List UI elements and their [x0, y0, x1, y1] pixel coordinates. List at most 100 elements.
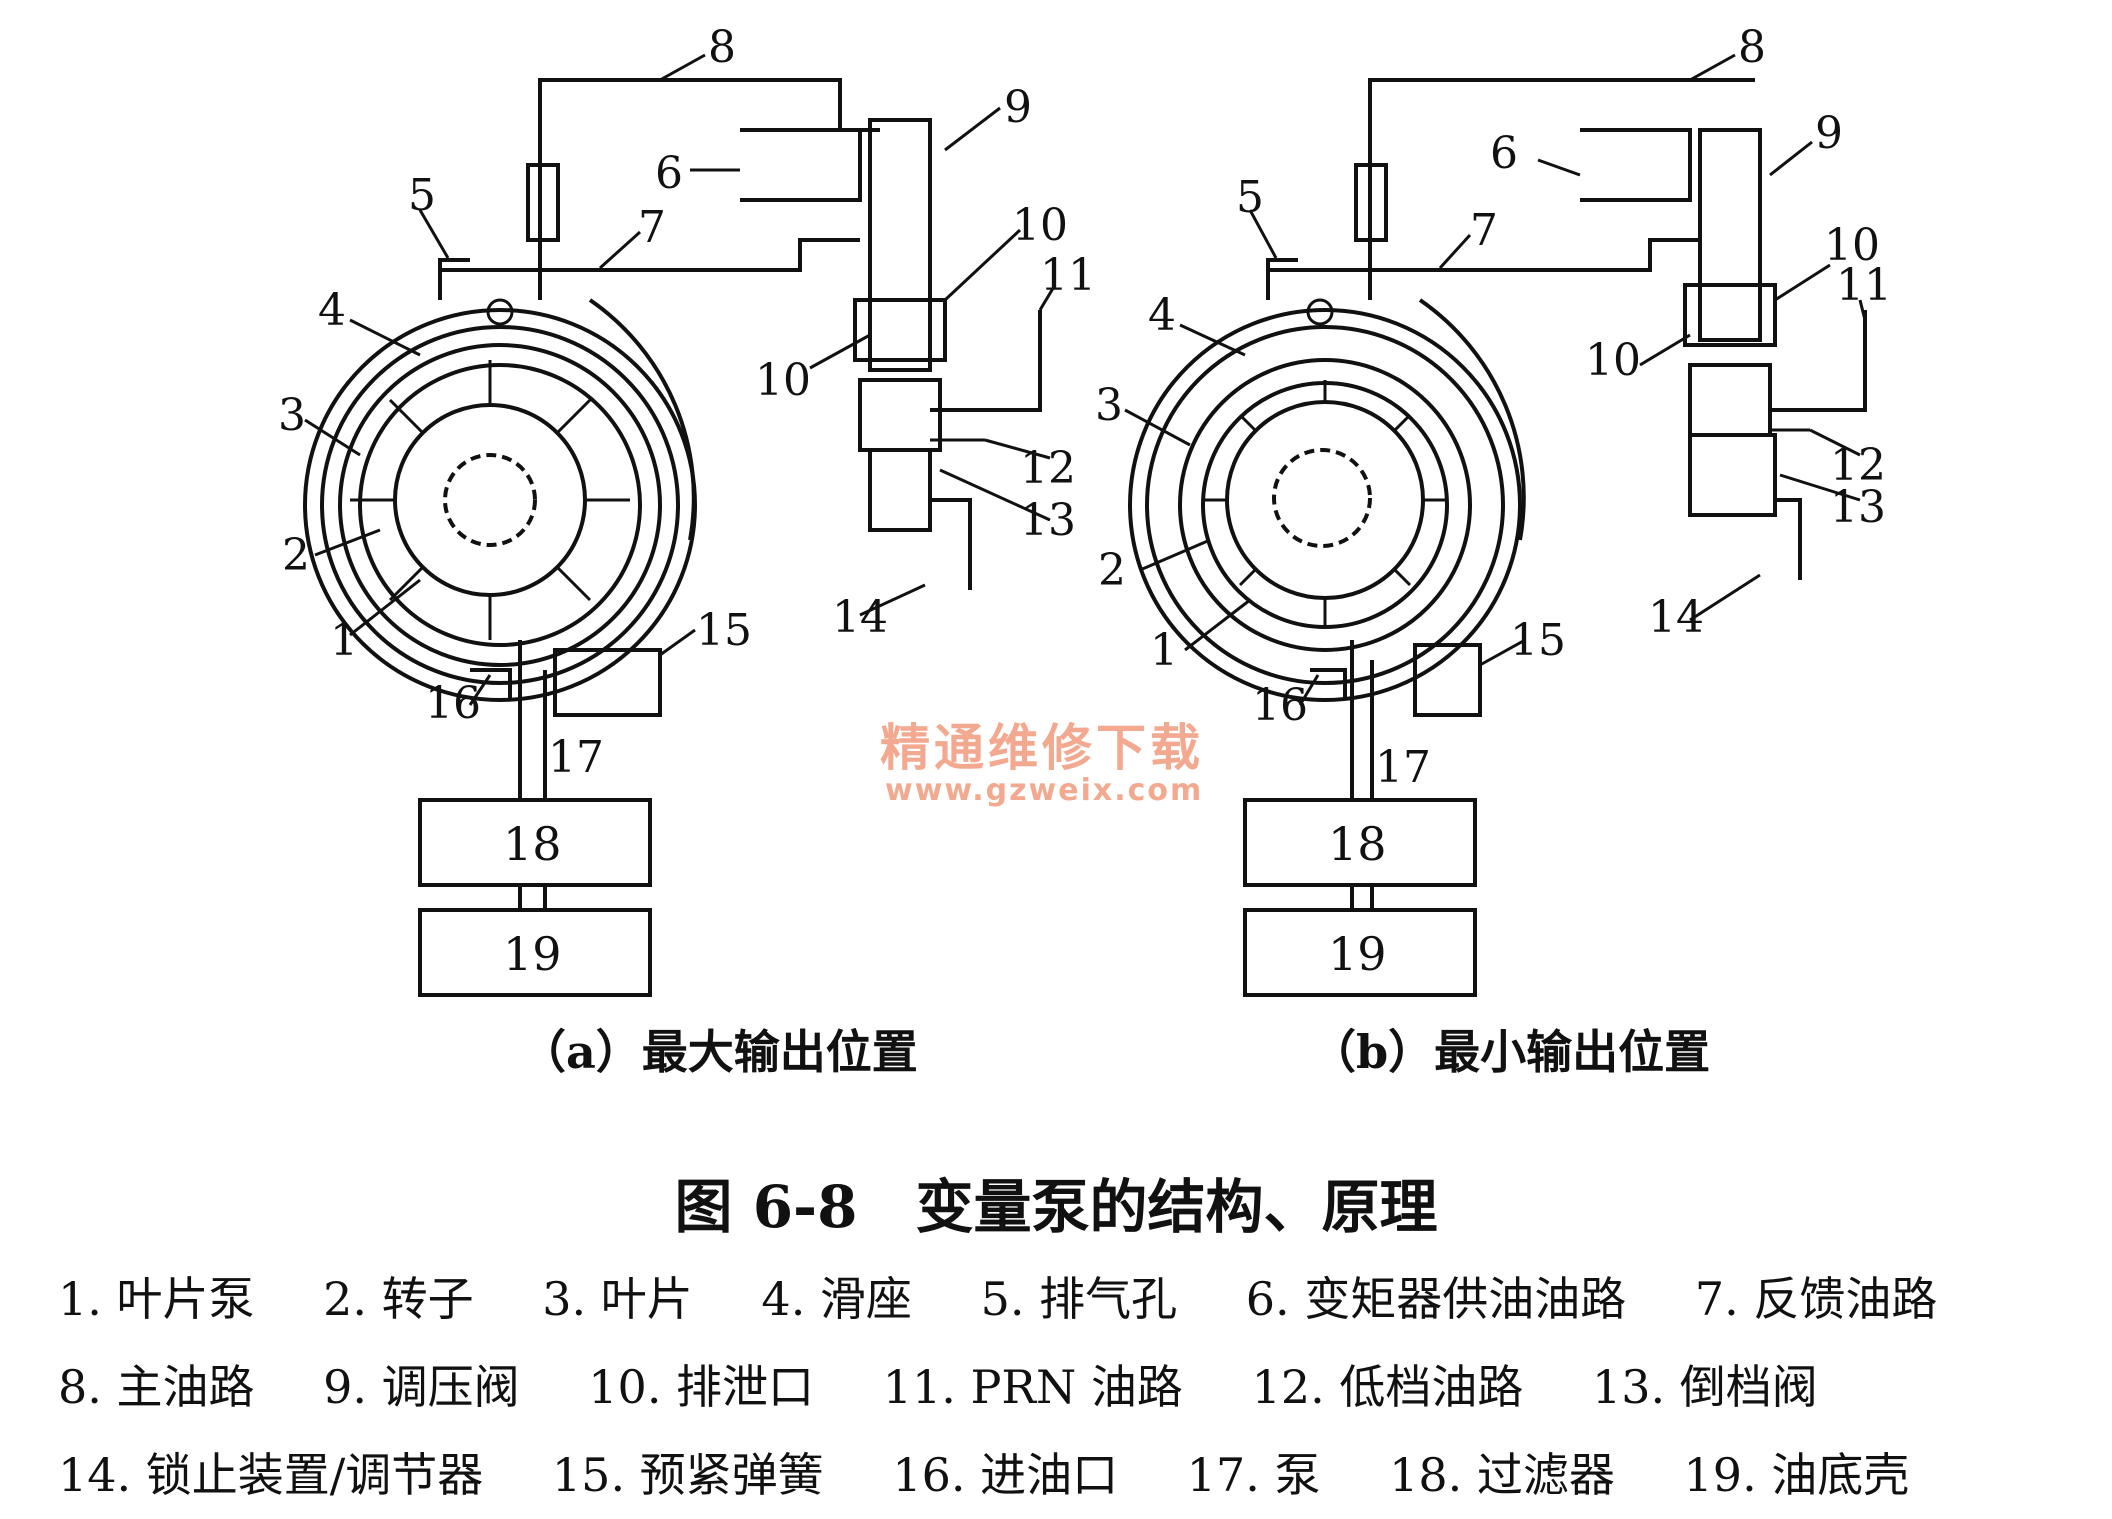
label-b-3: 3	[1095, 380, 1123, 431]
label-b-10-top: 10	[1824, 220, 1880, 271]
legend-item: 7. 反馈油路	[1694, 1272, 1938, 1326]
label-b-11: 11	[1836, 260, 1892, 311]
valve-body-a	[858, 378, 942, 452]
label-b-17: 17	[1375, 742, 1431, 793]
vanes-a	[350, 360, 630, 640]
label-b-8: 8	[1738, 22, 1766, 73]
pan-box-b	[1243, 908, 1477, 997]
label-b-7: 7	[1470, 205, 1498, 256]
labels-b: 8 9 6 5 7 10 11 4 10 3 12 13 2 1 15 14 1…	[1095, 22, 1892, 981]
label-b-14: 14	[1648, 592, 1704, 643]
label-a-10-bottom: 10	[755, 355, 811, 406]
rotor-a	[393, 403, 587, 597]
caption-b: （b）最小输出位置	[1310, 1025, 1710, 1079]
label-a-1: 1	[330, 615, 358, 666]
pivot-b	[1306, 298, 1334, 326]
slide-ring-b	[1178, 358, 1472, 652]
legend-item: 3. 叶片	[542, 1272, 693, 1326]
pivot-a	[486, 298, 514, 326]
label-b-19: 19	[1328, 927, 1387, 981]
label-a-13: 13	[1020, 495, 1076, 546]
label-a-3: 3	[278, 390, 306, 441]
legend-item: 9. 调压阀	[323, 1360, 520, 1414]
label-b-13: 13	[1830, 482, 1886, 533]
leaders-b	[1124, 53, 1867, 706]
label-a-2: 2	[282, 530, 310, 581]
prn-line-a	[930, 310, 1042, 412]
labels-a: 8 9 6 5 7 10 11 4 10 3 12 13 2 1 15 14 1…	[278, 22, 1096, 981]
legend-item: 19. 油底壳	[1683, 1448, 1910, 1502]
label-a-6: 6	[655, 148, 683, 199]
label-b-4: 4	[1148, 290, 1176, 341]
main-spring-a	[526, 163, 560, 242]
label-a-12: 12	[1020, 443, 1076, 494]
label-a-14: 14	[832, 592, 888, 643]
pressure-valve-a	[868, 118, 932, 372]
figure-title: 图 6-8 变量泵的结构、原理	[674, 1173, 1438, 1241]
label-a-7: 7	[638, 202, 666, 253]
housing-inner-a	[320, 325, 680, 685]
rotor-spline-b	[1272, 448, 1372, 548]
valve-spring-a	[853, 298, 947, 362]
label-b-6: 6	[1490, 128, 1518, 179]
main-line-a	[538, 78, 880, 300]
preload-spring-b	[1413, 643, 1482, 717]
label-a-8: 8	[708, 22, 736, 73]
legend-item: 8. 主油路	[58, 1360, 255, 1414]
legend: 1. 叶片泵 2. 转子 3. 叶片 4. 滑座 5. 排气孔 6. 变矩器供油…	[58, 1255, 2098, 1519]
filter-box-a	[418, 798, 652, 887]
watermark-cn: 精通维修下载	[880, 719, 1204, 777]
legend-item: 4. 滑座	[761, 1272, 912, 1326]
legend-item: 1. 叶片泵	[58, 1272, 255, 1326]
pan-box-a	[418, 908, 652, 997]
watermark-url: www.gzweix.com	[885, 773, 1203, 808]
filter-pan-link-b	[1350, 885, 1374, 910]
rotor-spline-a	[443, 453, 537, 547]
lockup-line-a	[930, 498, 972, 590]
label-a-15: 15	[696, 605, 752, 656]
rotor-b	[1225, 400, 1425, 600]
main-spring-b	[1354, 163, 1388, 242]
caption-a: （a）最大输出位置	[520, 1025, 918, 1079]
pressure-valve-b	[1698, 128, 1762, 342]
leaders-a	[304, 53, 1057, 706]
filter-pan-link-a	[518, 885, 547, 910]
label-b-10-bottom: 10	[1585, 335, 1641, 386]
legend-item: 10. 排泄口	[588, 1360, 815, 1414]
inlet-port-a	[470, 668, 512, 700]
label-a-19: 19	[503, 927, 562, 981]
slide-ring-a	[338, 343, 662, 667]
converter-feed-a	[740, 128, 862, 202]
vane-ring-b	[1201, 381, 1449, 629]
reverse-valve-b	[1688, 433, 1777, 517]
legend-item: 13. 倒档阀	[1591, 1360, 1818, 1414]
label-b-16: 16	[1252, 680, 1308, 731]
legend-item: 5. 排气孔	[980, 1272, 1178, 1326]
legend-item: 11. PRN 油路	[882, 1360, 1183, 1414]
panel-a: 8 9 6 5 7 10 11 4 10 3 12 13 2 1 15 14 1…	[278, 22, 1096, 1079]
label-a-9: 9	[1004, 82, 1032, 133]
valve-spring-b	[1683, 283, 1777, 347]
label-a-10-top: 10	[1012, 200, 1068, 251]
panel-b: 8 9 6 5 7 10 11 4 10 3 12 13 2 1 15 14 1…	[1095, 22, 1892, 1079]
feedback-line-a	[440, 238, 860, 272]
legend-item: 14. 锁止装置/调节器	[58, 1448, 484, 1502]
housing-outer-a	[303, 308, 697, 702]
vent-a	[438, 258, 470, 300]
housing-inner-b	[1145, 325, 1505, 685]
label-b-18: 18	[1328, 817, 1387, 871]
slide-arc-b	[1418, 298, 1526, 541]
housing-outer-b	[1128, 308, 1522, 702]
label-b-1: 1	[1150, 625, 1178, 676]
valve-body-b	[1688, 363, 1772, 437]
prn-line-b	[1770, 310, 1867, 412]
inlet-port-b	[1310, 668, 1347, 700]
label-a-5: 5	[408, 170, 436, 221]
label-b-2: 2	[1098, 545, 1126, 596]
legend-item: 15. 预紧弹簧	[551, 1448, 824, 1502]
vanes-b	[1203, 380, 1447, 625]
label-a-4: 4	[318, 285, 346, 336]
reverse-valve-a	[868, 448, 932, 532]
label-b-12: 12	[1830, 440, 1886, 491]
